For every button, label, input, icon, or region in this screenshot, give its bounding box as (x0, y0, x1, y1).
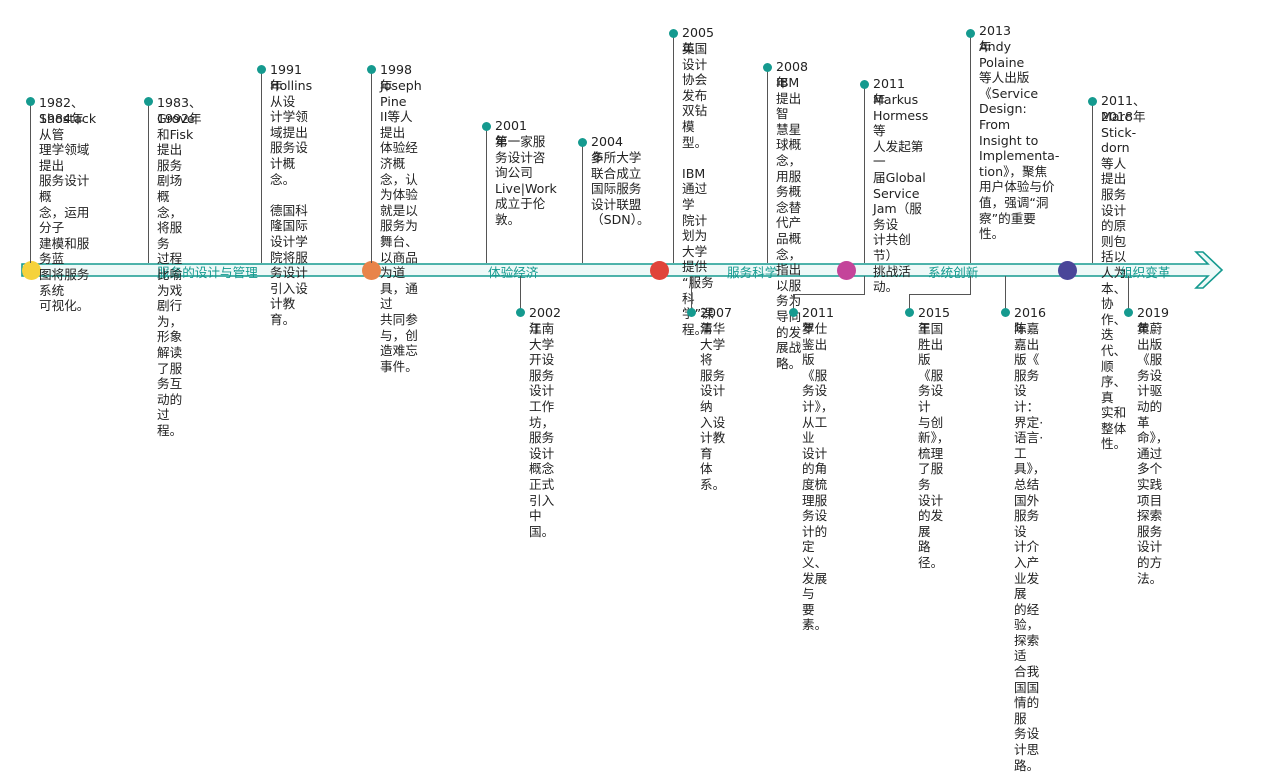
connector-line (673, 33, 674, 263)
connector-line (864, 276, 865, 295)
connector-line (1128, 276, 1129, 312)
event-year: 2008年 (776, 59, 809, 90)
event-dot (1001, 308, 1010, 317)
event-year: 2005年 (682, 25, 715, 56)
event-year: 1983、1992年 (157, 95, 202, 126)
event-description: 陈嘉嘉出版《 服务设计：界定· 语言·工具》， 总结国外服务设 计介入产业发展 … (1014, 321, 1046, 773)
event-year: 2004年 (591, 134, 624, 165)
event-year: 2016年 (1014, 305, 1047, 336)
phase-dot (22, 261, 41, 280)
connector-line (793, 294, 865, 295)
event-year: 1982、1984年 (39, 95, 84, 126)
event-description: Grove和Fisk 提出服务剧场 概念，将服务 过程比喻为戏 剧行为，形象 解… (157, 111, 195, 438)
phase-dot (1058, 261, 1077, 280)
phase-dot (650, 261, 669, 280)
service-design-timeline: 服务的设计与管理 体验经济 服务科学 系统创新 组织变革 1982、1984年 … (21, 23, 1224, 773)
event-dot (905, 308, 914, 317)
connector-line (371, 69, 372, 263)
event-dot (516, 308, 525, 317)
phase-label: 体验经济 (488, 265, 539, 280)
event-dot (26, 97, 35, 106)
event-dot (144, 97, 153, 106)
event-year: 2001年 (495, 118, 528, 149)
event-dot (966, 29, 975, 38)
event-dot (257, 65, 266, 74)
event-year: 1991年 (270, 62, 303, 93)
connector-line (582, 142, 583, 263)
connector-line (486, 126, 487, 263)
event-description: 第一家服 务设计咨 询公司 Live|Work 成立于伦 敦。 (495, 134, 557, 227)
event-description: Joseph Pine II等人提出 体验经济概 念，认为体验 就是以服务为 舞… (380, 78, 422, 374)
connector-line (767, 67, 768, 263)
phase-dot (837, 261, 856, 280)
event-description: Shostack从管 理学领域提出 服务设计概 念，运用分子 建模和服务蓝 图将… (39, 111, 97, 314)
connector-line (691, 276, 692, 312)
event-dot (578, 138, 587, 147)
event-description: Markus Hormess等 人发起第一 届Global Service Ja… (873, 92, 929, 295)
event-year: 2011年 (802, 305, 835, 336)
connector-line (793, 294, 794, 312)
connector-line (970, 276, 971, 295)
event-year: 2013年 (979, 23, 1012, 54)
event-dot (669, 29, 678, 38)
event-description: 英国设计 协会发布 双钻模 型。 IBM通过学 院计划为 大学提供 “服务科 学… (682, 41, 714, 337)
event-dot (763, 63, 772, 72)
event-description: 黄蔚出版《服 务设计驱动的 革命》，通过 多个实践项目 探索服务设计 的方法。 (1137, 321, 1169, 586)
event-description: 清华大学将 服务设计纳 入设计教育 体系。 (700, 321, 726, 492)
connector-line (261, 69, 262, 263)
event-year: 2011年 (873, 76, 906, 107)
event-description: Marc Stick- dorn等人提出 服务设计的原 则包括以人为 本、协作、… (1101, 109, 1137, 452)
connector-line (909, 294, 971, 295)
event-dot (1088, 97, 1097, 106)
event-dot (1124, 308, 1133, 317)
event-year: 1998年 (380, 62, 413, 93)
event-year: 2019年 (1137, 305, 1170, 336)
event-year: 2002年 (529, 305, 562, 336)
connector-line (970, 33, 971, 263)
event-year: 2015年 (918, 305, 951, 336)
connector-line (864, 84, 865, 263)
event-dot (687, 308, 696, 317)
event-dot (860, 80, 869, 89)
phase-dot (362, 261, 381, 280)
event-year: 2007年 (700, 305, 733, 336)
event-description: 王国胜出版 《服务设计 与创新》， 梳理了服务 设计的发展 路径。 (918, 321, 950, 570)
phase-label: 组织变革 (1120, 265, 1171, 280)
timeline-arrow-band (21, 251, 1224, 289)
event-description: Andy Polaine 等人出版 《Service Design: From … (979, 39, 1060, 242)
event-dot (482, 122, 491, 131)
event-description: 多所大学 联合成立 国际服务 设计联盟 （SDN）。 (591, 150, 650, 228)
phase-label: 服务科学 (727, 265, 778, 280)
event-dot (367, 65, 376, 74)
connector-line (1005, 276, 1006, 312)
event-description: IBM提出智 慧星球概 念，用服 务概念替 代产品概 念，指出 以服务为 导向的… (776, 75, 802, 371)
event-year: 2011、2018年 (1101, 93, 1146, 124)
connector-line (909, 294, 910, 312)
timeline-axis (21, 251, 1224, 289)
event-description: 江南大学开设 服务设计工作 坊，服务设计 概念正式引入 中国。 (529, 321, 555, 539)
connector-line (148, 101, 149, 263)
event-dot (789, 308, 798, 317)
connector-line (520, 276, 521, 312)
event-description: Hollins从设 计学领域提出 服务设计概 念。 德国科隆国际 设计学院将服 … (270, 78, 313, 327)
event-description: 罗仕鉴出版 《服务设 计》，从工业 设计的角度梳 理服务设计的 定义、发展与 要… (802, 321, 834, 633)
phase-label: 服务的设计与管理 (157, 265, 258, 280)
connector-line (1092, 101, 1093, 263)
phase-label: 系统创新 (928, 265, 979, 280)
connector-line (30, 101, 31, 263)
